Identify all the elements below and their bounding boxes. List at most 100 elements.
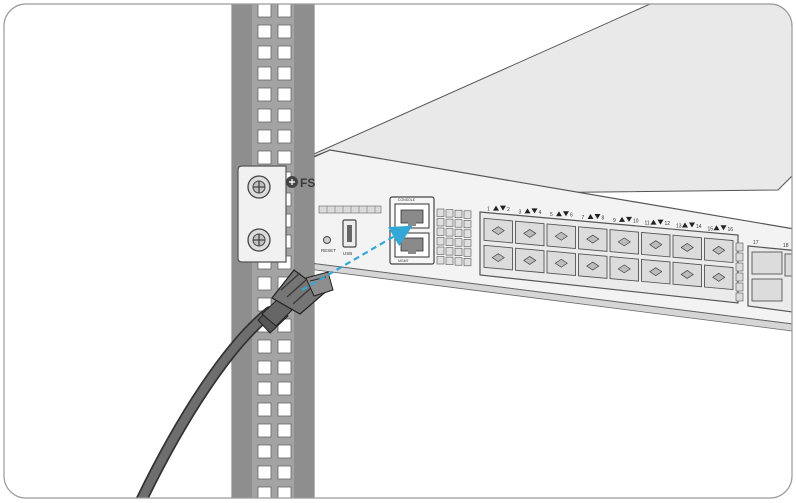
- port-number-17: 17: [753, 240, 759, 246]
- led-up-triangle-icon: [650, 219, 657, 225]
- port-number-label: 7: [582, 215, 585, 221]
- led-up-triangle-icon: [713, 225, 720, 231]
- brand-logo-text: FS: [300, 176, 315, 190]
- rack-hole: [277, 129, 292, 144]
- rack-hole: [277, 444, 292, 459]
- mgmt-port[interactable]: [394, 232, 430, 258]
- sfp-release-latch-icon: [586, 261, 600, 271]
- rack-hole: [277, 45, 292, 60]
- sfp-release-latch-icon: [712, 272, 726, 282]
- port-led: [436, 256, 445, 265]
- rack-hole: [277, 360, 292, 375]
- rj45-cable-icon: [134, 269, 334, 498]
- port-led: [454, 219, 463, 228]
- rack-hole: [257, 108, 272, 123]
- rack-hole: [257, 423, 272, 438]
- port-led: [463, 220, 472, 229]
- sfp-release-latch-icon: [680, 243, 694, 252]
- rack-hole: [257, 150, 272, 165]
- led-down-triangle-icon: [563, 211, 569, 217]
- rack-screw-icon: [247, 175, 271, 199]
- rack-hole: [257, 444, 272, 459]
- port-number-label: 2: [507, 207, 510, 213]
- rack-hole: [257, 339, 272, 354]
- led-down-triangle-icon: [500, 205, 506, 211]
- reset-label: RESET: [321, 248, 336, 253]
- sfp-release-latch-icon: [617, 237, 631, 247]
- led-up-triangle-icon: [682, 222, 688, 228]
- rack-hole: [277, 381, 292, 396]
- port-led: [463, 239, 472, 248]
- port-led: [436, 246, 445, 255]
- port-number-label: 5: [550, 212, 553, 218]
- port-led: [454, 257, 463, 266]
- port-led: [436, 218, 445, 227]
- led-down-triangle-icon: [657, 219, 664, 225]
- port-number-label: 9: [613, 218, 616, 224]
- usb-label: USB: [343, 251, 352, 256]
- reset-button[interactable]: RESET: [321, 236, 336, 254]
- port-led: [454, 228, 463, 237]
- usb-port[interactable]: USB: [342, 219, 357, 256]
- port-led: [463, 210, 472, 219]
- port-number-label: 16: [728, 227, 734, 233]
- port-led: [445, 218, 454, 227]
- port-led: [463, 257, 472, 267]
- rack-hole: [277, 150, 292, 165]
- sfp-release-latch-icon: [649, 267, 663, 277]
- rack-hole: [277, 66, 292, 81]
- sfp-release-latch-icon: [680, 270, 694, 279]
- rack-hole: [257, 4, 272, 18]
- port-led: [436, 208, 445, 217]
- port-number-label: 3: [519, 209, 522, 215]
- rack-hole: [257, 87, 272, 102]
- sfp-release-latch-icon: [523, 229, 537, 238]
- port-number-18: 18: [783, 243, 789, 249]
- led-up-triangle-icon: [619, 216, 625, 222]
- rack-hole: [257, 276, 272, 291]
- port-led: [454, 247, 463, 256]
- rack-hole: [257, 24, 272, 39]
- rack-hole: [257, 465, 272, 480]
- port-led-grid: [436, 208, 472, 267]
- port-led: [445, 209, 454, 218]
- rack-hole: [257, 360, 272, 375]
- led-down-triangle-icon: [594, 214, 601, 220]
- sfp-release-latch-icon: [586, 234, 600, 244]
- rack-hole: [277, 4, 292, 18]
- port-led: [445, 247, 454, 256]
- console-port[interactable]: [394, 203, 430, 229]
- port-number-label: 6: [570, 213, 573, 219]
- port-led: [463, 248, 472, 257]
- rack-hole: [257, 402, 272, 417]
- rack-hole: [277, 87, 292, 102]
- port-number-label: 15: [708, 226, 714, 232]
- led-up-triangle-icon: [556, 211, 562, 217]
- port-number-label: 14: [696, 224, 702, 230]
- port-number-label: 1: [487, 207, 490, 213]
- port-number-label: 10: [633, 218, 639, 224]
- sfp-release-latch-icon: [617, 264, 631, 274]
- diagram-content: FS RESET USB: [134, 4, 792, 498]
- rack-hole: [277, 486, 292, 498]
- port-number-label: 13: [676, 223, 682, 229]
- rack-hole: [277, 423, 292, 438]
- led-up-triangle-icon: [524, 208, 531, 214]
- rack-hole: [257, 45, 272, 60]
- rack-screw-icon: [247, 228, 271, 252]
- port-number-label: 8: [602, 216, 605, 222]
- rack-hole: [257, 381, 272, 396]
- led-down-triangle-icon: [689, 222, 695, 228]
- rack-hole: [257, 486, 272, 498]
- sfp-release-latch-icon: [554, 258, 568, 268]
- second-port-cage: 17 18: [747, 240, 792, 314]
- sfp-release-latch-icon: [491, 253, 505, 263]
- rack-hole: [277, 465, 292, 480]
- port-led: [454, 238, 463, 247]
- port-number-label: 12: [665, 221, 671, 227]
- sfp-release-latch-icon: [649, 240, 663, 250]
- led-down-triangle-icon: [720, 225, 727, 231]
